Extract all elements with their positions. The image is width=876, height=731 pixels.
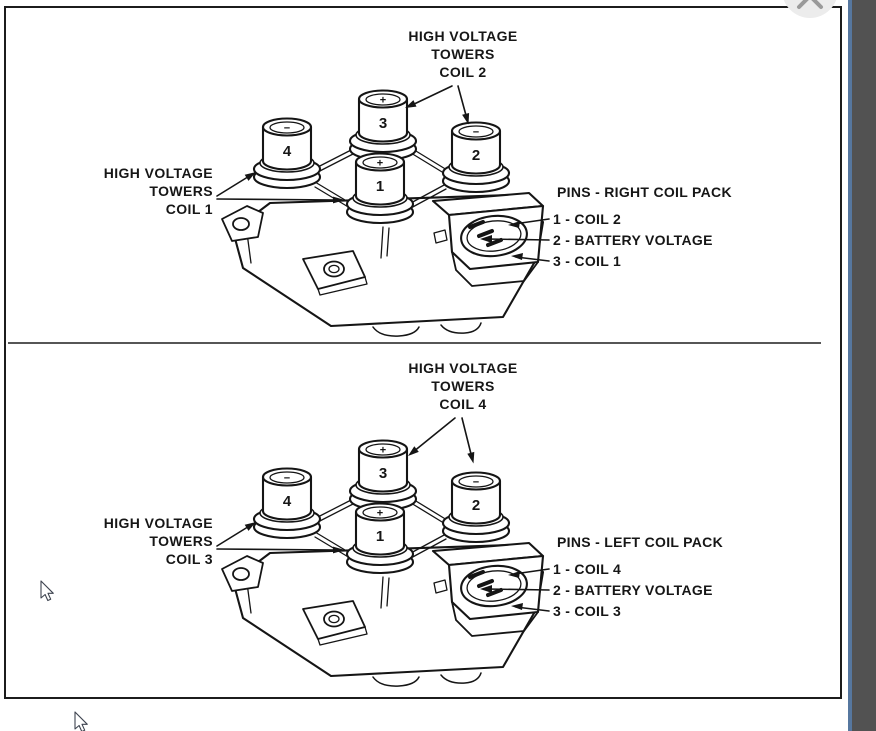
mouse-cursor-icon [74,711,88,731]
tower-polarity: − [284,123,290,135]
pins-legend-item: 1 - COIL 2 [553,211,621,227]
pins-legend: PINS - RIGHT COIL PACK 1 - COIL 2 2 - BA… [553,184,732,269]
tower-polarity: − [473,127,479,139]
left-label-high-voltage-towers-coil-3: HIGH VOLTAGE TOWERS COIL 3 [104,515,213,567]
top-label-high-voltage-towers-coil-4: HIGH VOLTAGE TOWERS COIL 4 [408,360,517,464]
tower-polarity: + [380,445,386,457]
pins-legend: PINS - LEFT COIL PACK 1 - COIL 4 2 - BAT… [553,534,723,619]
coil-pack-drawing: − 4 + 3 − 2 + 1 HIGH VOLTAGE T [104,89,732,338]
tower-number: 3 [379,115,387,132]
pins-legend-item: 2 - BATTERY VOLTAGE [553,582,713,598]
close-button[interactable] [782,0,838,18]
tower-number: 1 [376,178,384,195]
label-line: TOWERS [431,378,495,394]
label-line: TOWERS [431,46,495,62]
label-line: HIGH VOLTAGE [408,360,517,376]
tower-3: + 3 [348,439,418,512]
top-label-high-voltage-towers-coil-2: HIGH VOLTAGE TOWERS COIL 2 [405,28,517,125]
tower-number: 3 [379,465,387,482]
pins-legend-item: 1 - COIL 4 [553,561,621,577]
tower-polarity: − [284,473,290,485]
pins-legend-item: 3 - COIL 1 [553,253,621,269]
pins-legend-title: PINS - RIGHT COIL PACK [557,184,732,200]
mouse-cursor-icon [40,580,54,602]
label-line: COIL 4 [439,396,486,412]
label-line: TOWERS [149,183,213,199]
tower-polarity: + [377,508,383,520]
pins-legend-item: 2 - BATTERY VOLTAGE [553,232,713,248]
tower-number: 4 [283,493,292,510]
tower-2: − 2 [441,471,511,544]
tower-number: 4 [283,143,292,160]
tower-number: 2 [472,147,480,164]
tower-polarity: + [377,158,383,170]
tower-number: 2 [472,497,480,514]
coil-pack-drawing: − 4 + 3 − 2 + 1 HIGH VOLTAGE T [104,439,723,688]
tower-4: − 4 [252,117,322,190]
tower-number: 1 [376,528,384,545]
tower-1: + 1 [345,502,415,575]
tower-polarity: + [380,95,386,107]
pins-legend-item: 3 - COIL 3 [553,603,621,619]
tower-1: + 1 [345,152,415,225]
label-line: HIGH VOLTAGE [408,28,517,44]
left-label-high-voltage-towers-coil-1: HIGH VOLTAGE TOWERS COIL 1 [104,165,213,217]
tower-2: − 2 [441,121,511,194]
label-line: HIGH VOLTAGE [104,515,213,531]
label-line: COIL 1 [166,201,213,217]
label-line: COIL 2 [439,64,486,80]
diagram-right-coil-pack: − 4 + 3 − 2 + 1 HIGH VOLTAGE T [104,28,732,338]
tower-3: + 3 [348,89,418,162]
label-line: TOWERS [149,533,213,549]
label-line: HIGH VOLTAGE [104,165,213,181]
diagram-left-coil-pack: − 4 + 3 − 2 + 1 HIGH VOLTAGE T [104,360,723,688]
section-divider-line [8,342,821,344]
close-icon [797,0,823,9]
tower-4: − 4 [252,467,322,540]
pins-legend-title: PINS - LEFT COIL PACK [557,534,723,550]
tower-polarity: − [473,477,479,489]
scrollbar-track[interactable] [852,0,876,731]
right-edge-accent [848,0,852,731]
label-line: COIL 3 [166,551,213,567]
